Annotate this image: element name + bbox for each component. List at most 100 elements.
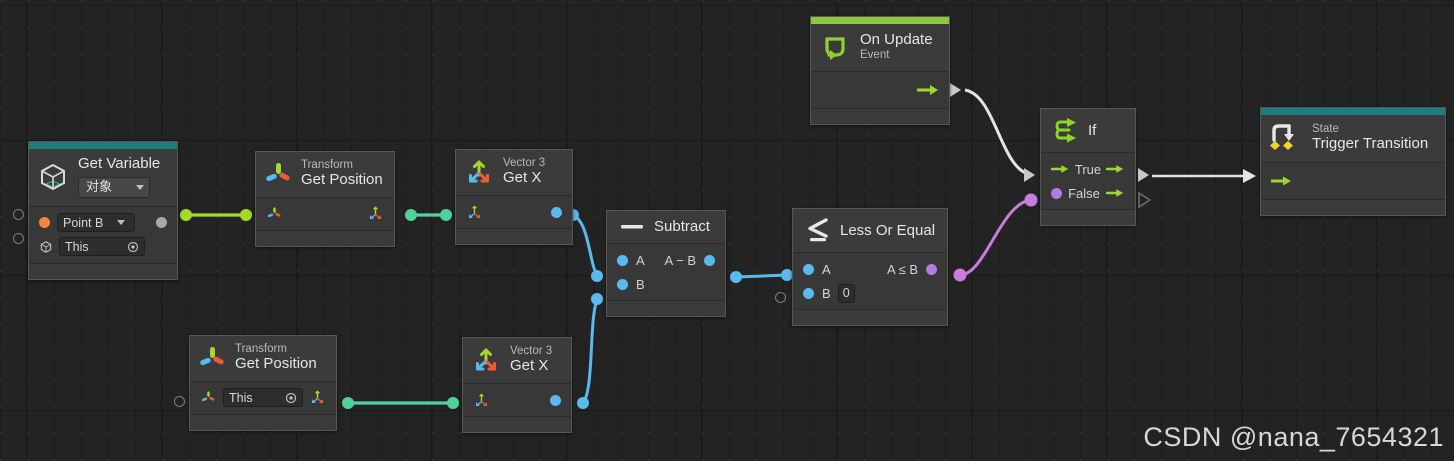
node-less-or-equal[interactable]: Less Or Equal A A ≤ B B 0 [792, 208, 948, 326]
row-ports[interactable] [256, 202, 394, 226]
row-flow-out[interactable] [811, 78, 949, 102]
node-subtitle: Transform [235, 343, 287, 355]
node-title: Get Position [301, 170, 383, 188]
target-picker-icon[interactable] [127, 241, 139, 253]
node-header: If [1041, 109, 1135, 153]
label-input-b: B [822, 285, 831, 301]
port-input-b[interactable] [803, 287, 814, 299]
port-output-getx[interactable] [551, 206, 562, 218]
row-flow-in[interactable] [1261, 169, 1445, 193]
variable-cube-icon: <> [37, 161, 69, 193]
port-output-getx[interactable] [550, 394, 561, 406]
flow-in-arrow-icon[interactable] [1051, 163, 1070, 175]
branch-icon [1051, 116, 1079, 144]
port-input-pointb[interactable] [39, 217, 50, 229]
row-loe-a[interactable]: A A ≤ B [793, 257, 947, 281]
flow-output-triangle-onupdate[interactable] [950, 83, 961, 97]
row-if-false[interactable]: False [1041, 181, 1135, 205]
node-body: Point B This [29, 206, 177, 264]
node-footer [793, 310, 947, 325]
vector3-input-icon[interactable] [466, 204, 483, 221]
node-body [256, 197, 394, 231]
flow-arrow-icon[interactable] [917, 83, 939, 97]
port-output-bool[interactable] [926, 263, 937, 275]
node-header: Vector 3 Get X [463, 338, 571, 384]
pointb-dropdown-field[interactable]: Point B [57, 213, 135, 233]
vector3-input-icon[interactable] [473, 392, 490, 409]
port-input-a[interactable] [617, 254, 628, 266]
node-title: If [1088, 121, 1097, 139]
label-true: True [1074, 161, 1102, 177]
variable-kind-dropdown[interactable]: 对象 [78, 176, 150, 198]
flow-in-arrow-icon[interactable] [1271, 174, 1293, 188]
vector3-output-icon[interactable] [309, 389, 326, 406]
node-accent-bar [29, 142, 177, 149]
row-ports[interactable] [456, 200, 572, 224]
label-output-expression: A − B [664, 252, 696, 268]
node-body: A A ≤ B B 0 [793, 253, 947, 310]
wire-vector3top-to-subtract-a [572, 213, 599, 276]
transform-input-icon[interactable] [266, 205, 283, 222]
flow-out-arrow-icon-true[interactable] [1106, 163, 1125, 175]
node-body [811, 72, 949, 109]
port-input-b[interactable] [617, 278, 628, 290]
node-transform-get-position-bottom[interactable]: Transform Get Position This [189, 335, 337, 431]
transform-input-icon[interactable] [200, 389, 217, 406]
node-state-trigger-transition[interactable]: State Trigger Transition [1260, 107, 1446, 216]
row-point-b[interactable]: Point B [29, 211, 177, 235]
port-unconnected-subtract-b-side[interactable] [775, 292, 786, 303]
this-object-field[interactable]: This [59, 237, 145, 257]
node-body: A A − B B [607, 244, 725, 301]
vector3-output-icon[interactable] [367, 205, 384, 222]
row-ports[interactable] [463, 388, 571, 412]
chevron-down-icon [136, 184, 144, 190]
row-if-true[interactable]: True [1041, 157, 1135, 181]
node-accent-bar [811, 17, 949, 24]
target-picker-icon[interactable] [285, 392, 297, 404]
node-vector3-get-x-bottom[interactable]: Vector 3 Get X [462, 337, 572, 433]
node-footer [1041, 210, 1135, 225]
input-b-value-field[interactable]: 0 [837, 283, 855, 303]
node-body [463, 384, 571, 417]
node-on-update-event[interactable]: On Update Event [810, 16, 950, 125]
node-get-variable[interactable]: <> Get Variable 对象 Point B [28, 141, 178, 280]
node-header: <> Get Variable 对象 [29, 149, 177, 207]
node-footer [456, 229, 572, 244]
port-unconnected-transform-bottom[interactable] [174, 396, 185, 407]
port-input-condition[interactable] [1051, 187, 1062, 199]
flow-output-triangle-if-false[interactable] [1138, 192, 1151, 208]
port-output-getvariable[interactable] [156, 217, 167, 229]
node-footer [190, 414, 336, 430]
row-this[interactable]: This [29, 235, 177, 259]
port-output-result[interactable] [704, 254, 715, 266]
this-object-field-bottom[interactable]: This [223, 388, 303, 408]
node-if[interactable]: If True [1040, 108, 1136, 226]
flow-out-arrow-icon-false[interactable] [1106, 187, 1125, 199]
node-title: Get X [510, 357, 549, 375]
node-header: Less Or Equal [793, 209, 947, 253]
node-title: On Update [860, 31, 933, 49]
node-subtitle: Event [860, 48, 890, 61]
row-subtract-a[interactable]: A A − B [607, 248, 725, 272]
port-input-a[interactable] [803, 263, 814, 275]
port-unconnected-getvariable-pointb[interactable] [13, 209, 24, 220]
vector3-arrows-icon [464, 157, 494, 187]
port-unconnected-getvariable-this[interactable] [13, 233, 24, 244]
flow-output-triangle-if-true[interactable] [1138, 168, 1149, 182]
node-body: This [190, 381, 336, 415]
node-vector3-get-x-top[interactable]: Vector 3 Get X [455, 149, 573, 245]
row-loe-b[interactable]: B 0 [793, 281, 947, 305]
node-title: Trigger Transition [1312, 135, 1429, 153]
row-subtract-b[interactable]: B [607, 272, 725, 296]
node-header: On Update Event [811, 24, 949, 72]
node-body [1261, 163, 1445, 200]
label-input-b: B [636, 276, 645, 292]
wire-onupdate-to-if [964, 88, 1029, 176]
node-transform-get-position-top[interactable]: Transform Get Position [255, 151, 395, 247]
flow-input-triangle-if[interactable] [1024, 168, 1035, 182]
node-subtract[interactable]: Subtract A A − B B [606, 210, 726, 317]
node-title: Subtract [654, 218, 710, 235]
chevron-down-icon-pointb[interactable] [117, 220, 125, 226]
row-ports[interactable]: This [190, 386, 336, 410]
